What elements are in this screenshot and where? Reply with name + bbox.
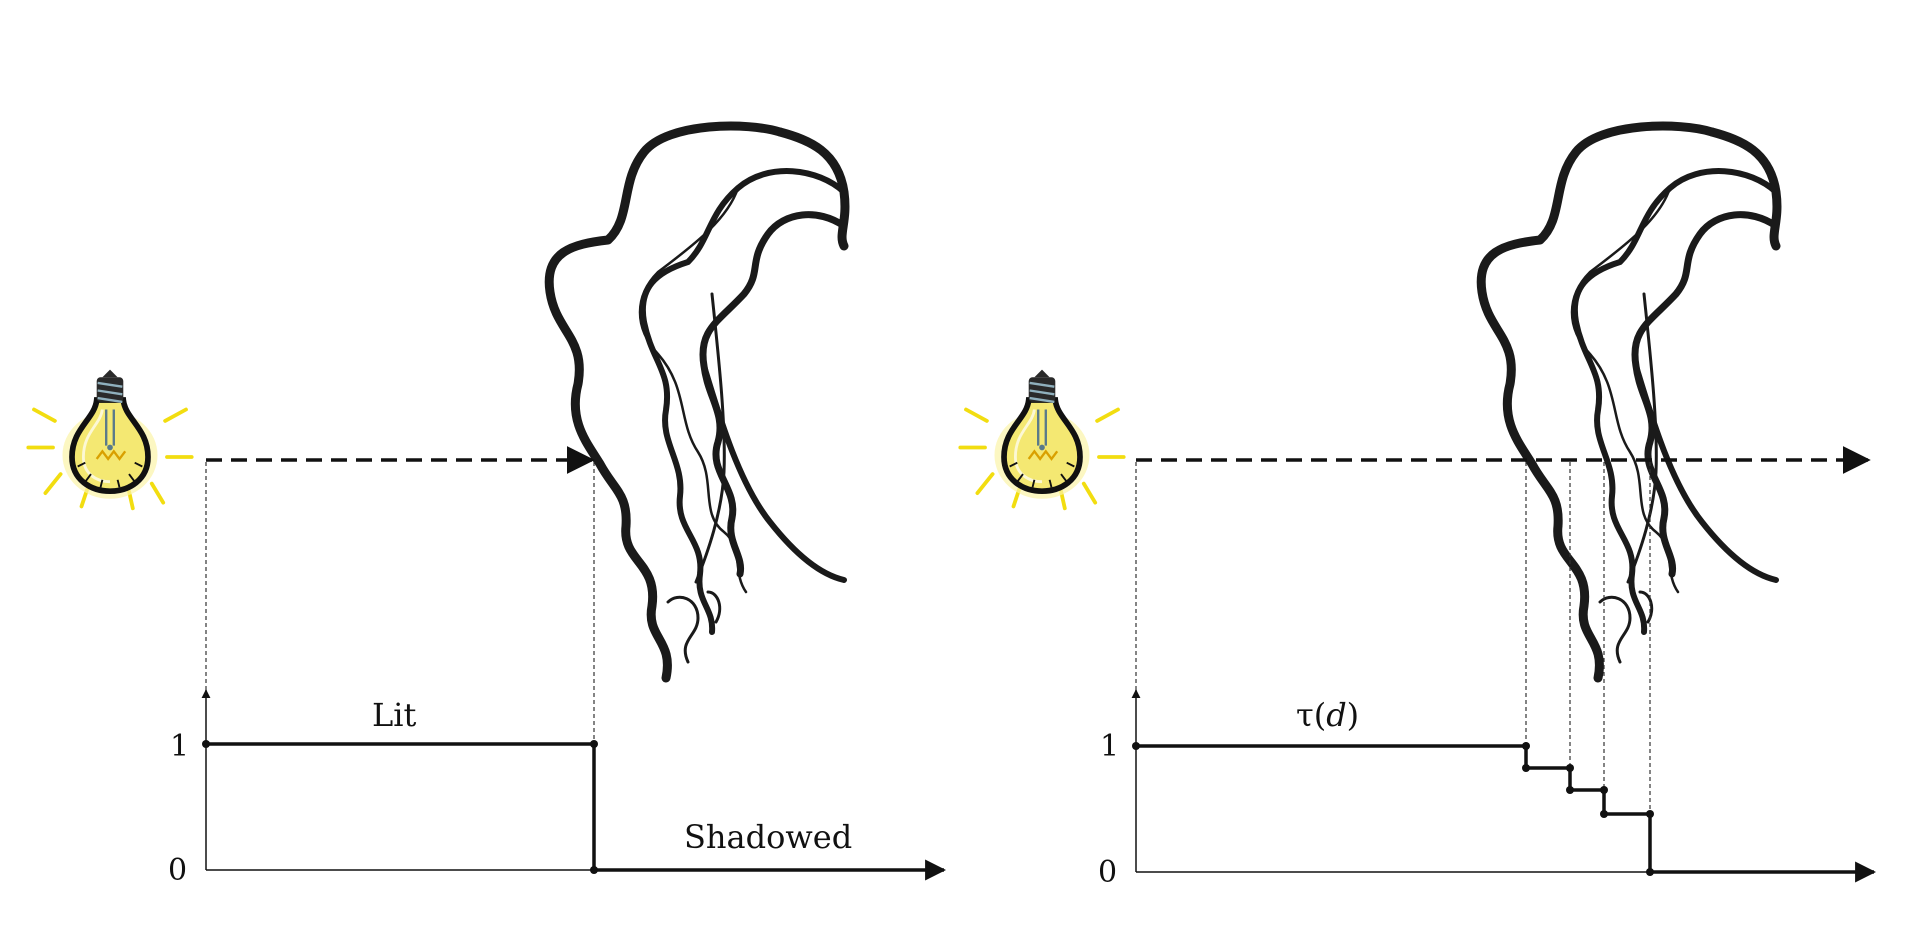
step-point [1600, 810, 1608, 818]
left-panel: 1 0 Lit Shadowed [28, 126, 947, 888]
step-point [1646, 810, 1654, 818]
tick-label-zero: 0 [168, 853, 187, 888]
tick-label-zero: 0 [1098, 855, 1117, 890]
step-point [202, 740, 210, 748]
tick-label-one: 1 [1100, 729, 1119, 764]
shadowed-label: Shadowed [684, 818, 852, 856]
tick-label-one: 1 [170, 729, 189, 764]
step-point [590, 740, 598, 748]
step-points [1132, 742, 1654, 876]
step-point [1600, 786, 1608, 794]
transmittance-step-function [1136, 744, 1652, 872]
tau-label-variable: d [1326, 696, 1346, 734]
tau-label: τ(d) [1296, 696, 1359, 734]
step-point [1522, 742, 1530, 750]
light-bulb-icon [960, 370, 1123, 509]
tau-label-suffix: ) [1347, 696, 1359, 734]
visibility-step-function [206, 742, 596, 870]
step-point [1566, 786, 1574, 794]
light-bulb-icon [28, 370, 191, 509]
step-point [1566, 764, 1574, 772]
step-point [590, 866, 598, 874]
lit-label: Lit [372, 696, 416, 734]
right-panel: 1 0 τ(d) [960, 126, 1877, 890]
step-point [1522, 764, 1530, 772]
step-point [1646, 868, 1654, 876]
tau-label-prefix: τ( [1296, 696, 1326, 734]
step-point [1132, 742, 1140, 750]
